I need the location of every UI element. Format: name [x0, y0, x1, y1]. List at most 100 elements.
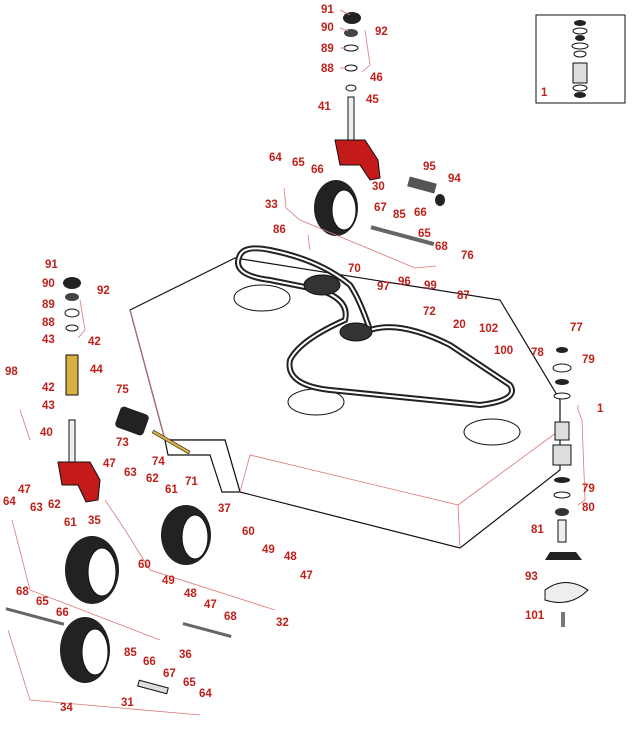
- callout-47: 47: [204, 599, 217, 611]
- callout-68: 68: [224, 611, 237, 623]
- callout-62: 62: [48, 499, 61, 511]
- callout-81: 81: [531, 524, 544, 536]
- callout-35: 35: [88, 515, 101, 527]
- callout-65: 65: [418, 228, 431, 240]
- callout-32: 32: [276, 617, 289, 629]
- caster-wheel-left: [65, 536, 119, 604]
- callout-68: 68: [16, 586, 29, 598]
- callout-65: 65: [292, 157, 305, 169]
- callout-31: 31: [121, 697, 134, 709]
- callout-70: 70: [348, 263, 361, 275]
- callout-98: 98: [5, 366, 18, 378]
- callout-42: 42: [88, 336, 101, 348]
- callout-30: 30: [372, 181, 385, 193]
- callout-60: 60: [138, 559, 151, 571]
- callout-76: 76: [461, 250, 474, 262]
- caster-wheel-top: [314, 180, 358, 236]
- callout-66: 66: [56, 607, 69, 619]
- leader-lines: [7, 9, 586, 716]
- callout-labels: 91 90 92 89 88 46 45 41 64 65 66 30 95 9…: [3, 4, 604, 714]
- callout-47: 47: [18, 484, 31, 496]
- callout-43: 43: [42, 334, 55, 346]
- callout-64: 64: [199, 688, 212, 700]
- callout-40: 40: [40, 427, 53, 439]
- callout-100: 100: [494, 345, 513, 357]
- callout-74: 74: [152, 456, 165, 468]
- callout-62: 62: [146, 473, 159, 485]
- callout-44: 44: [90, 364, 103, 376]
- callout-96: 96: [398, 276, 411, 288]
- callout-97: 97: [377, 281, 390, 293]
- callout-1: 1: [597, 403, 604, 415]
- deck-spindle-hole: [463, 418, 521, 446]
- callout-101: 101: [525, 610, 545, 622]
- caster-arm-top: [334, 12, 381, 181]
- callout-89: 89: [321, 43, 334, 55]
- callout-66: 66: [311, 164, 324, 176]
- callout-49: 49: [162, 575, 175, 587]
- callout-78: 78: [531, 347, 544, 359]
- callout-64: 64: [269, 152, 282, 164]
- callout-20: 20: [453, 319, 466, 331]
- callout-88: 88: [42, 317, 55, 329]
- axle-bolt-68b: [182, 622, 232, 638]
- callout-75: 75: [116, 384, 129, 396]
- callout-41: 41: [318, 101, 331, 113]
- spacer-75: [115, 406, 149, 436]
- callout-91: 91: [321, 4, 334, 16]
- callout-88: 88: [321, 63, 334, 75]
- callout-72: 72: [423, 306, 436, 318]
- callout-61: 61: [165, 484, 178, 496]
- callout-92: 92: [375, 26, 388, 38]
- callout-73: 73: [116, 437, 129, 449]
- callout-91: 91: [45, 259, 58, 271]
- callout-47: 47: [300, 570, 313, 582]
- callout-71: 71: [185, 476, 198, 488]
- bearing-94: [435, 194, 445, 206]
- callout-48: 48: [284, 551, 297, 563]
- callout-36: 36: [179, 649, 192, 661]
- callout-99: 99: [424, 280, 437, 292]
- callout-94: 94: [448, 173, 461, 185]
- callout-79: 79: [582, 483, 595, 495]
- deck-spindle-hole: [233, 284, 291, 312]
- callout-66: 66: [414, 207, 427, 219]
- callout-47: 47: [103, 458, 116, 470]
- callout-60: 60: [242, 526, 255, 538]
- callout-85: 85: [393, 209, 406, 221]
- callout-1-inset: 1: [541, 87, 548, 99]
- callout-63: 63: [30, 502, 43, 514]
- axle-bolt-67: [137, 679, 169, 695]
- rod-74: [151, 429, 191, 455]
- callout-46: 46: [370, 72, 383, 84]
- callout-61: 61: [64, 517, 77, 529]
- callout-87: 87: [457, 290, 470, 302]
- bolt-68: [370, 225, 435, 246]
- callout-79: 79: [582, 354, 595, 366]
- callout-68: 68: [435, 241, 448, 253]
- callout-64: 64: [3, 496, 16, 508]
- spacer-tube-95: [407, 176, 437, 194]
- callout-92: 92: [97, 285, 110, 297]
- inset-spindle-assembly: [535, 14, 626, 104]
- callout-80: 80: [582, 502, 595, 514]
- callout-66: 66: [143, 656, 156, 668]
- callout-48: 48: [184, 588, 197, 600]
- drive-belt: [235, 245, 515, 409]
- callout-89: 89: [42, 299, 55, 311]
- spindle-stack: [544, 347, 589, 627]
- callout-43: 43: [42, 400, 55, 412]
- mower-deck: [129, 257, 561, 549]
- caster-arm-left: [57, 277, 101, 503]
- callout-102: 102: [479, 323, 498, 335]
- caster-wheel-mid: [161, 505, 211, 565]
- callout-45: 45: [366, 94, 379, 106]
- axle-bolt-68: [5, 607, 65, 626]
- idler-pulley: [303, 274, 341, 296]
- callout-90: 90: [321, 22, 334, 34]
- callout-90: 90: [42, 278, 55, 290]
- callout-93: 93: [525, 571, 538, 583]
- callout-37: 37: [218, 503, 231, 515]
- callout-77: 77: [570, 322, 583, 334]
